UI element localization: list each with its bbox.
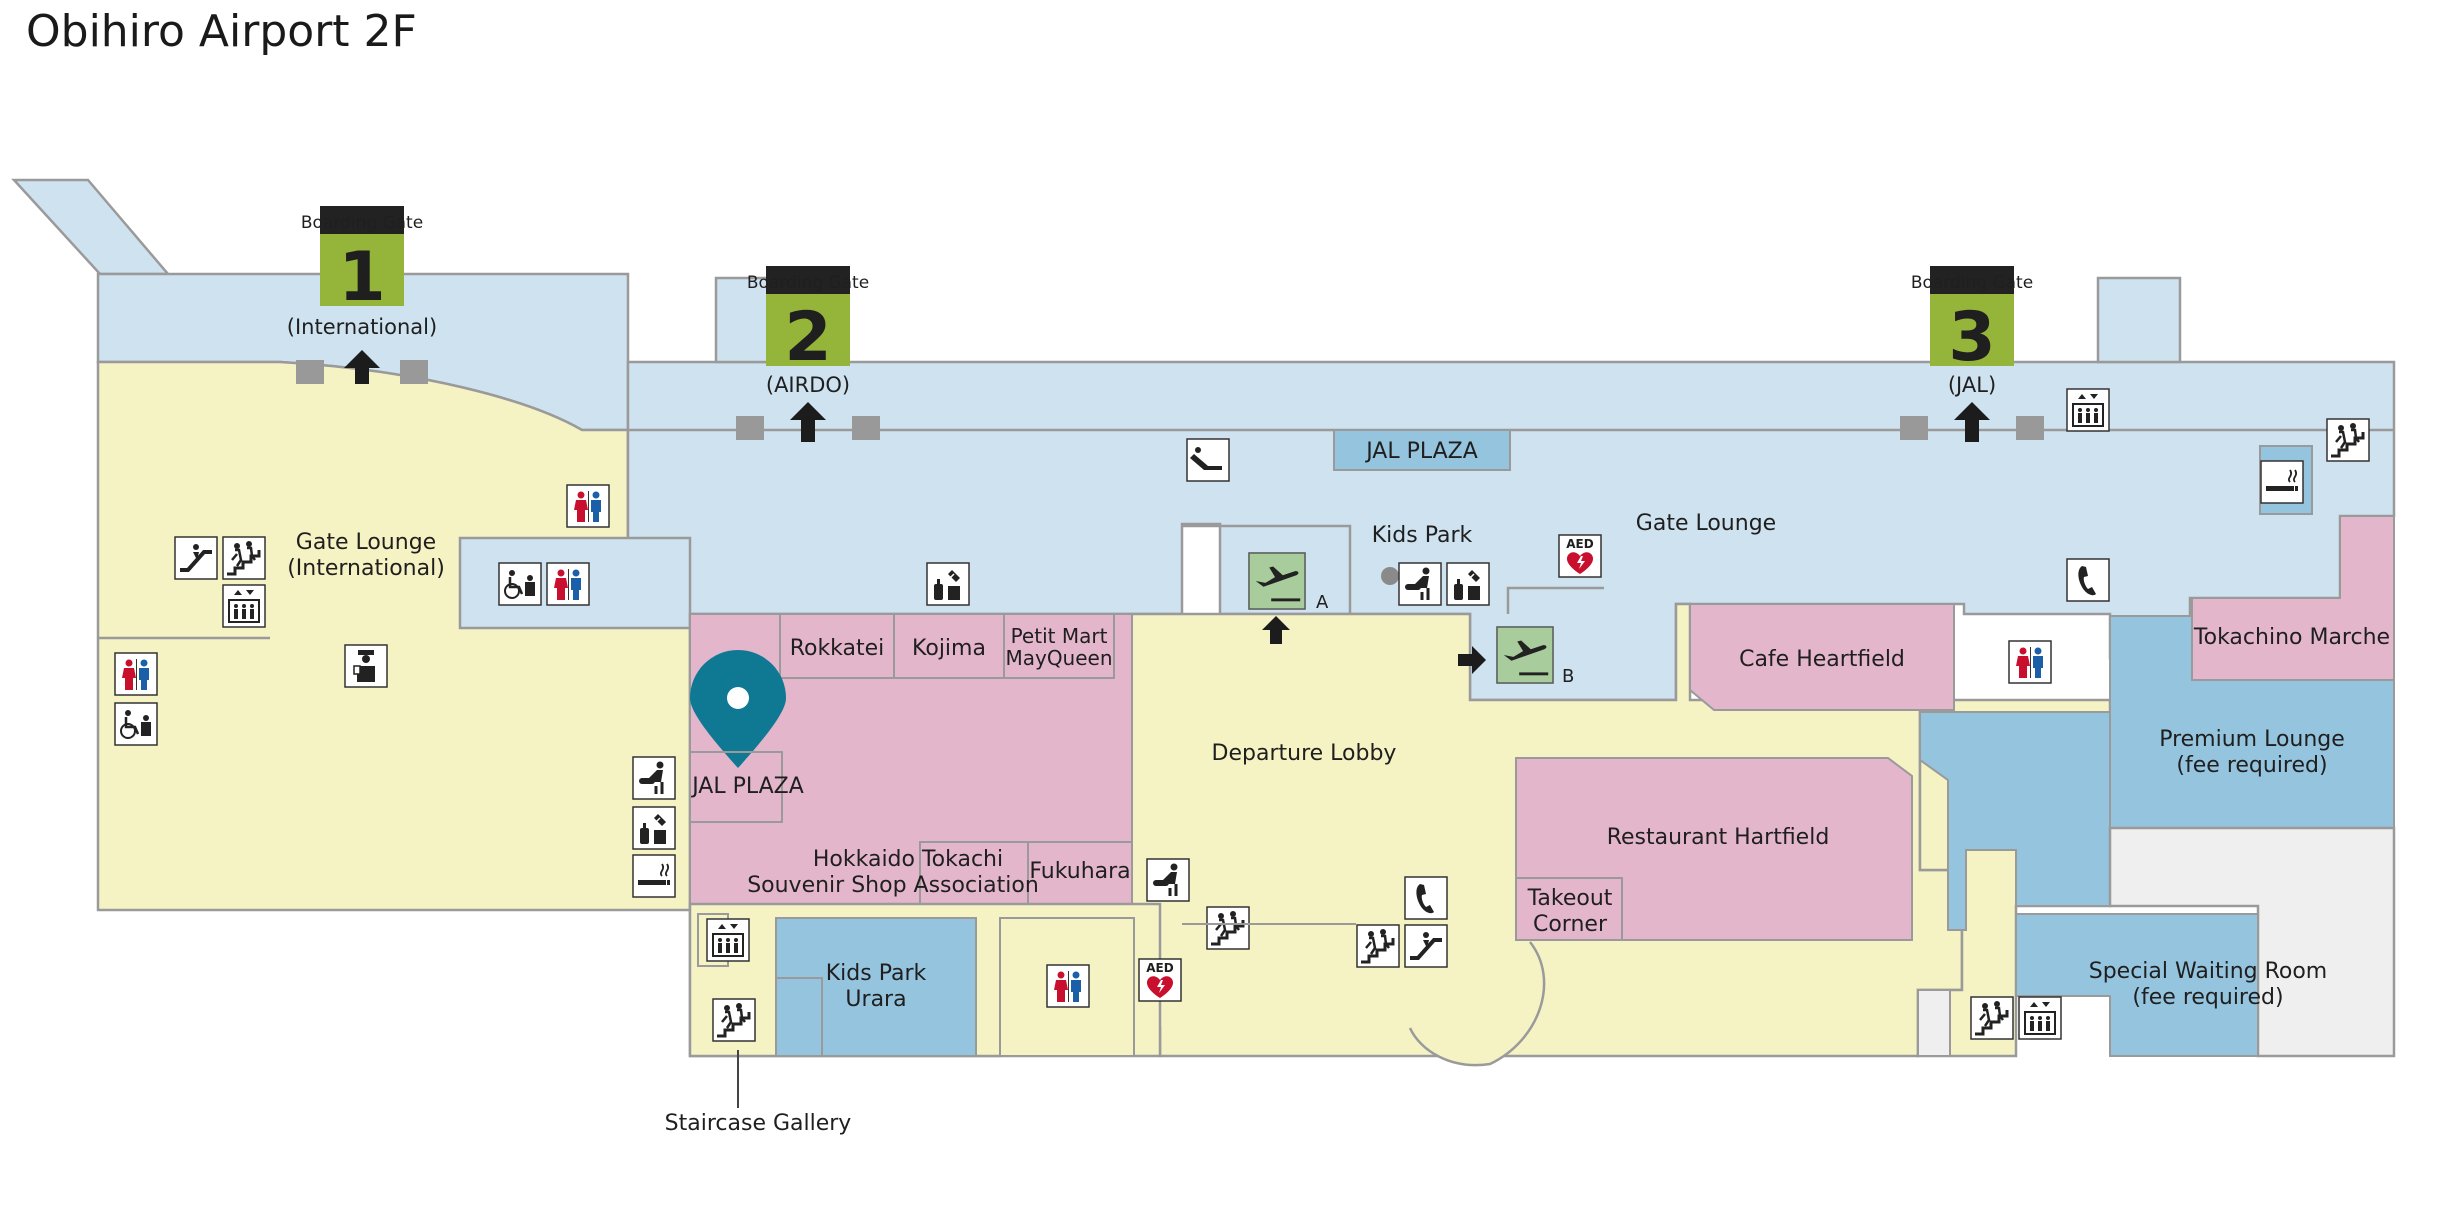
tokachino-marche-label: Tokachino Marche bbox=[2193, 625, 2390, 650]
petit-mart-label-1: Petit Mart bbox=[1011, 624, 1108, 648]
water-fountain-icon bbox=[632, 806, 676, 850]
restaurant-hartfield-label: Restaurant Hartfield bbox=[1607, 825, 1830, 850]
jal-plaza-top-label: JAL PLAZA bbox=[1364, 439, 1478, 464]
smoking-room-icon bbox=[632, 854, 676, 898]
gate-header: Boarding Gate bbox=[747, 273, 869, 293]
premium-lounge-label-2: (fee required) bbox=[2176, 753, 2327, 778]
stairs-icon bbox=[1356, 924, 1400, 968]
nursing-room-icon bbox=[632, 756, 676, 800]
stairs-icon bbox=[1970, 996, 2014, 1040]
restroom-icon bbox=[566, 484, 610, 528]
stairs-icon bbox=[1206, 906, 1250, 950]
gate-marker-a: A bbox=[1316, 592, 1329, 613]
escalator-icon bbox=[174, 536, 218, 580]
hokkaido-souvenir-label-1: Hokkaido Tokachi bbox=[813, 847, 1003, 872]
special-waiting-room-label-1: Special Waiting Room bbox=[2089, 959, 2328, 984]
accessible-restroom-icon bbox=[114, 702, 158, 746]
premium-lounge-label-1: Premium Lounge bbox=[2159, 727, 2345, 752]
aed-icon bbox=[1138, 958, 1182, 1002]
stairs-icon bbox=[712, 998, 756, 1042]
takeout-corner-label-2: Corner bbox=[1533, 912, 1608, 937]
smoking-room-icon bbox=[2260, 460, 2304, 504]
jal-plaza-marker-label: JAL PLAZA bbox=[690, 774, 804, 799]
departure-gate-icon bbox=[1496, 626, 1554, 684]
stairs-icon bbox=[2326, 418, 2370, 462]
elevator-icon bbox=[2066, 388, 2110, 432]
restroom-icon bbox=[114, 652, 158, 696]
massage-chair-icon bbox=[1186, 438, 1230, 482]
kids-park-label: Kids Park bbox=[1372, 523, 1473, 548]
restroom-icon bbox=[1046, 964, 1090, 1008]
gate-number: 3 bbox=[1948, 298, 1995, 377]
accessible-restroom-icon bbox=[498, 562, 542, 606]
nursing-room-icon bbox=[1146, 858, 1190, 902]
gate-airline: (AIRDO) bbox=[766, 373, 850, 397]
hokkaido-souvenir-label-2: Souvenir Shop Association bbox=[747, 873, 1039, 898]
boarding-gate-1-sign: Boarding Gate 1 (International) bbox=[287, 206, 437, 339]
gate-number: 1 bbox=[338, 238, 385, 317]
kojima-label: Kojima bbox=[912, 636, 986, 661]
gate-airline: (International) bbox=[287, 315, 437, 339]
cafe-heartfield-label: Cafe Heartfield bbox=[1739, 647, 1905, 672]
takeout-corner-label-1: Takeout bbox=[1527, 886, 1613, 911]
kids-park-urara-label-2: Urara bbox=[845, 987, 906, 1012]
gate-header: Boarding Gate bbox=[1911, 273, 2033, 293]
phone-icon bbox=[2066, 558, 2110, 602]
restroom-icon bbox=[2008, 640, 2052, 684]
area-labels: Gate Lounge (International) Gate Lounge … bbox=[287, 439, 2390, 1136]
staircase-gallery-label: Staircase Gallery bbox=[665, 1111, 852, 1136]
nursing-room-icon bbox=[1398, 562, 1442, 606]
special-waiting-room-label-2: (fee required) bbox=[2132, 985, 2283, 1010]
departure-gate-b: B bbox=[1458, 626, 1574, 687]
gate-header: Boarding Gate bbox=[301, 213, 423, 233]
elevator-icon bbox=[2018, 996, 2062, 1040]
restroom-icon bbox=[546, 562, 590, 606]
aed-icon bbox=[1558, 534, 1602, 578]
fukuhara-label: Fukuhara bbox=[1029, 859, 1130, 884]
location-marker-icon[interactable] bbox=[690, 650, 786, 768]
gate-lounge-intl-label-2: (International) bbox=[287, 556, 445, 581]
gate-lounge-intl-label-1: Gate Lounge bbox=[296, 530, 436, 555]
petit-mart-label-2: MayQueen bbox=[1005, 646, 1112, 670]
departure-gate-icon bbox=[1248, 552, 1306, 610]
gate-number: 2 bbox=[784, 298, 831, 377]
departure-gate-a: A bbox=[1248, 552, 1329, 644]
gate-lounge-label: Gate Lounge bbox=[1636, 511, 1776, 536]
gate-arrows bbox=[344, 350, 1990, 442]
stairs-icon bbox=[222, 536, 266, 580]
boarding-gate-3-sign: Boarding Gate 3 (JAL) bbox=[1911, 266, 2033, 397]
gate-airline: (JAL) bbox=[1948, 373, 1996, 397]
kids-park-urara-label-1: Kids Park bbox=[826, 961, 927, 986]
water-fountain-icon bbox=[926, 562, 970, 606]
water-fountain-icon bbox=[1446, 562, 1490, 606]
departure-lobby-label: Departure Lobby bbox=[1212, 741, 1397, 766]
page-title: Obihiro Airport 2F bbox=[26, 6, 417, 57]
gate-marker-b: B bbox=[1562, 666, 1574, 687]
boarding-gate-2-sign: Boarding Gate 2 (AIRDO) bbox=[747, 266, 869, 397]
phone-icon bbox=[1404, 876, 1448, 920]
security-checkpoint-icon bbox=[344, 644, 388, 688]
elevator-icon bbox=[222, 584, 266, 628]
escalator-icon bbox=[1404, 924, 1448, 968]
elevator-icon bbox=[706, 918, 750, 962]
gate-doors bbox=[296, 360, 2044, 440]
rokkatei-label: Rokkatei bbox=[790, 636, 885, 661]
